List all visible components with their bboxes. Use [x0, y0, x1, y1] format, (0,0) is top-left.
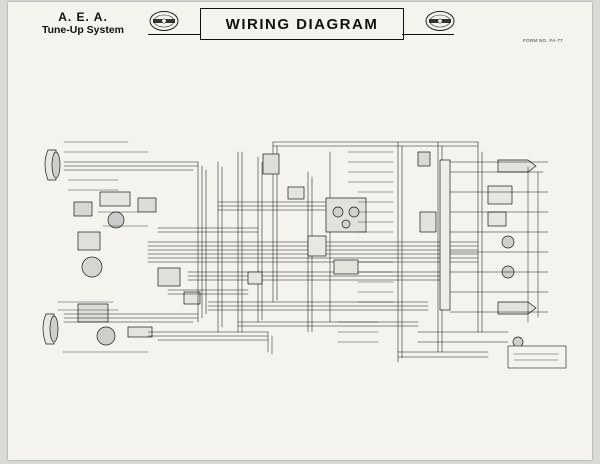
- headlamp-left-front: [44, 149, 61, 181]
- association-emblem-icon: [425, 11, 455, 31]
- page-title: WIRING DIAGRAM: [200, 8, 404, 40]
- vertical-runs: [197, 141, 483, 363]
- wiring-schematic: [42, 141, 567, 369]
- instrument-panel: [247, 153, 367, 285]
- callout-leaders: [57, 141, 394, 353]
- header-org: A. E. A. Tune-Up System: [28, 10, 138, 36]
- legend-box: [507, 345, 567, 369]
- headlamp-left-rear: [42, 313, 59, 345]
- battery-starter: [77, 303, 153, 346]
- generator-cluster: [73, 191, 201, 305]
- lower-harness: [147, 331, 489, 358]
- rear-lamps-right: [417, 151, 537, 348]
- org-name: A. E. A.: [58, 10, 108, 24]
- header-rule-right: [402, 34, 454, 35]
- diagram-sheet: A. E. A. Tune-Up System WIRING DIAGRAM F…: [8, 2, 592, 460]
- association-emblem-icon: [149, 11, 179, 31]
- form-number: FORM NO. FA-77: [523, 38, 563, 43]
- org-subtitle: Tune-Up System: [41, 24, 125, 36]
- header-rule-left: [148, 34, 200, 35]
- right-harness: [417, 161, 549, 343]
- page-title-text: WIRING DIAGRAM: [225, 15, 379, 33]
